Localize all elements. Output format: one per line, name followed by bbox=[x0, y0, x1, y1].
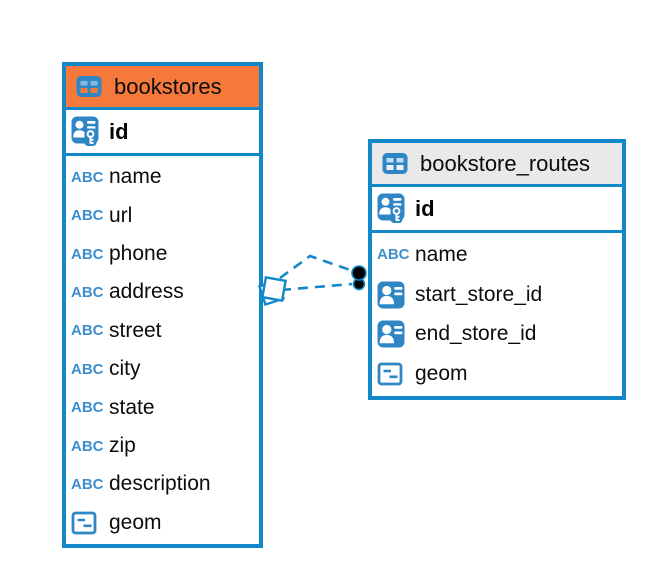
abc-glyph: ABC bbox=[71, 245, 104, 263]
abc-glyph: ABC bbox=[377, 246, 410, 264]
abc-glyph: ABC bbox=[71, 437, 104, 455]
column-name: id bbox=[109, 118, 129, 144]
text-type-icon: ABC bbox=[71, 247, 104, 262]
column-row-id[interactable]: id bbox=[66, 110, 259, 156]
column-row-address[interactable]: ABC address bbox=[66, 273, 259, 311]
column-name: id bbox=[415, 195, 435, 221]
column-row-end-store-id[interactable]: end_store_id bbox=[372, 315, 622, 355]
column-name: zip bbox=[109, 434, 136, 458]
abc-glyph: ABC bbox=[71, 399, 104, 417]
table-header[interactable]: bookstore_routes bbox=[372, 143, 622, 187]
abc-glyph: ABC bbox=[71, 360, 104, 378]
column-name: state bbox=[109, 395, 155, 419]
column-row-url[interactable]: ABC url bbox=[66, 196, 259, 234]
column-name: geom bbox=[109, 510, 162, 534]
column-row-state[interactable]: ABC state bbox=[66, 388, 259, 426]
column-name: name bbox=[415, 242, 468, 266]
abc-glyph: ABC bbox=[71, 475, 104, 493]
column-name: name bbox=[109, 165, 162, 189]
abc-glyph: ABC bbox=[71, 168, 104, 186]
column-name: street bbox=[109, 318, 162, 342]
abc-glyph: ABC bbox=[71, 207, 104, 225]
relationship-target-marker-end-store bbox=[352, 277, 366, 291]
abc-glyph: ABC bbox=[71, 283, 104, 301]
text-type-icon: ABC bbox=[71, 170, 104, 185]
text-type-icon: ABC bbox=[71, 323, 104, 338]
text-type-icon: ABC bbox=[71, 285, 104, 300]
column-row-name[interactable]: ABC name bbox=[372, 235, 622, 275]
table-bookstore-routes[interactable]: bookstore_routes id ABC name start_store_… bbox=[368, 139, 626, 400]
relationship-source-marker bbox=[258, 276, 287, 306]
column-row-zip[interactable]: ABC zip bbox=[66, 427, 259, 465]
text-type-icon: ABC bbox=[71, 208, 104, 223]
relationship-line-end-store[interactable] bbox=[280, 282, 353, 292]
column-row-name[interactable]: ABC name bbox=[66, 158, 259, 196]
column-name: end_store_id bbox=[415, 322, 537, 346]
text-type-icon: ABC bbox=[71, 439, 104, 454]
text-type-icon: ABC bbox=[71, 362, 104, 377]
column-name: start_store_id bbox=[415, 282, 543, 306]
column-row-description[interactable]: ABC description bbox=[66, 465, 259, 503]
relationship-line-start-store[interactable] bbox=[279, 254, 354, 280]
table-icon bbox=[76, 74, 102, 99]
column-row-geom[interactable]: geom bbox=[372, 354, 622, 394]
column-name: description bbox=[109, 472, 211, 496]
column-row-start-store-id[interactable]: start_store_id bbox=[372, 275, 622, 315]
table-icon bbox=[382, 151, 408, 176]
geometry-type-icon bbox=[71, 510, 104, 536]
column-row-city[interactable]: ABC city bbox=[66, 350, 259, 388]
column-name: city bbox=[109, 357, 141, 381]
column-list: ABC name start_store_id end_store_id geom bbox=[372, 233, 622, 396]
table-header[interactable]: bookstores bbox=[66, 66, 259, 110]
primary-key-icon bbox=[377, 193, 410, 224]
geometry-type-icon bbox=[377, 361, 410, 387]
reference-column-icon bbox=[377, 281, 410, 309]
relationship-target-marker-start-store bbox=[351, 265, 367, 281]
table-title: bookstores bbox=[114, 73, 222, 99]
column-row-phone[interactable]: ABC phone bbox=[66, 235, 259, 273]
column-name: url bbox=[109, 203, 133, 227]
column-row-geom[interactable]: geom bbox=[66, 504, 259, 542]
column-row-street[interactable]: ABC street bbox=[66, 312, 259, 350]
table-title: bookstore_routes bbox=[420, 150, 590, 176]
column-name: phone bbox=[109, 242, 168, 266]
text-type-icon: ABC bbox=[71, 400, 104, 415]
column-name: address bbox=[109, 280, 184, 304]
text-type-icon: ABC bbox=[377, 247, 410, 262]
primary-key-icon bbox=[71, 116, 104, 147]
column-name: geom bbox=[415, 362, 468, 386]
text-type-icon: ABC bbox=[71, 477, 104, 492]
abc-glyph: ABC bbox=[71, 322, 104, 340]
reference-column-icon bbox=[377, 320, 410, 348]
column-row-id[interactable]: id bbox=[372, 187, 622, 233]
